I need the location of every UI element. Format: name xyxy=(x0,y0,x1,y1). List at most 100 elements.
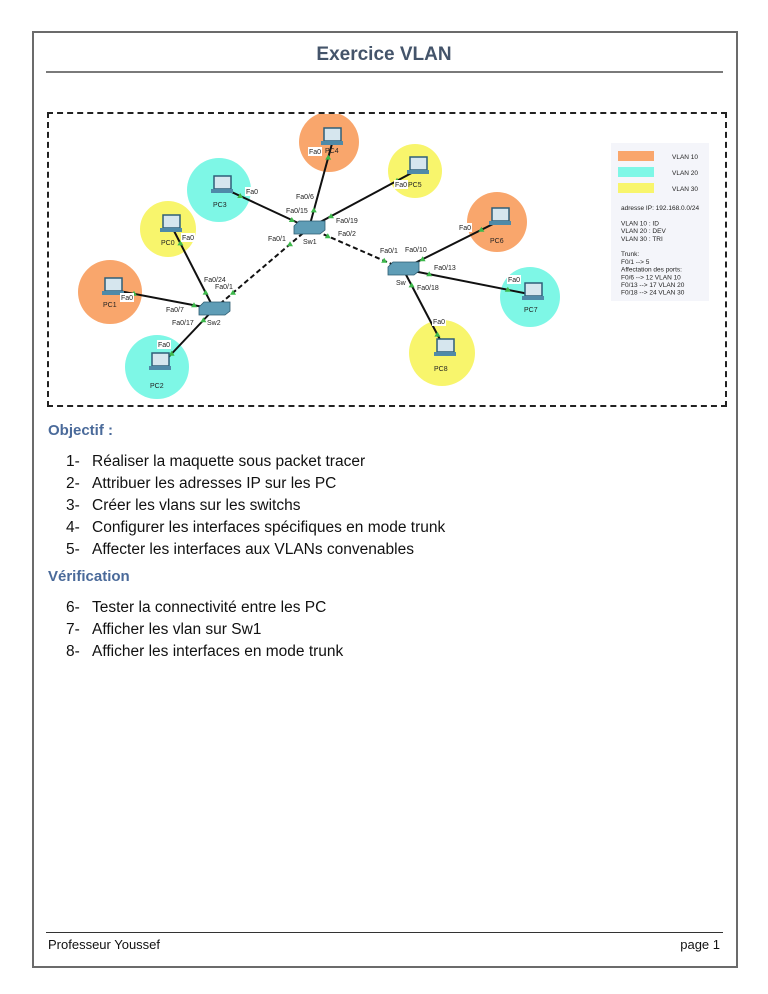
monitor-icon xyxy=(409,156,428,171)
keyboard-icon xyxy=(160,228,182,232)
monitor-icon xyxy=(436,338,455,353)
pc-icon-pc5 xyxy=(407,156,429,174)
legend-label: VLAN 30 xyxy=(672,186,698,193)
monitor-icon xyxy=(151,352,170,367)
legend-label: VLAN 10 xyxy=(672,154,698,161)
port-label-sw1-pc5: Fa0/19 xyxy=(336,218,358,225)
link-pc5-sw1 xyxy=(308,168,420,229)
label-bg xyxy=(157,340,171,349)
link-sw1-sw3 xyxy=(308,227,404,270)
legend-info-line: F0/1 --> 5 xyxy=(621,259,650,266)
item-text: Attribuer les adresses IP sur les PC xyxy=(92,475,337,492)
monitor-icon xyxy=(524,282,543,297)
port-label-sw3-pc7: Fa0/13 xyxy=(434,265,456,272)
link-pc3-sw1 xyxy=(222,187,310,229)
switch-icon-sw1 xyxy=(293,220,326,235)
keyboard-icon xyxy=(149,366,171,370)
pc-label: PC0 xyxy=(161,240,175,247)
monitor-icon xyxy=(323,127,342,142)
legend-swatch xyxy=(618,183,654,193)
item-text: Affecter les interfaces aux VLANs conven… xyxy=(92,541,414,558)
link-status-up-icon xyxy=(310,207,317,213)
page-title: Exercice VLAN xyxy=(316,44,452,65)
pc-interface-label: Fa0 xyxy=(182,235,194,242)
label-bg xyxy=(458,223,472,232)
link-status-up-icon xyxy=(287,241,293,247)
pc-label: PC2 xyxy=(150,383,164,390)
item-text: Afficher les interfaces en mode trunk xyxy=(92,643,344,660)
pc-icon-pc0 xyxy=(160,214,182,232)
pc-interface-label: Fa0 xyxy=(459,225,471,232)
link-status-up-icon xyxy=(237,193,244,198)
port-label-sw1-pc3: Fa0/15 xyxy=(286,208,308,215)
legend-info-line: Trunk: xyxy=(621,251,639,258)
link-status-up-icon xyxy=(325,154,332,160)
monitor-icon xyxy=(162,214,181,229)
port-label-sw1-sw2: Fa0/1 xyxy=(268,236,286,243)
link-status-up-icon xyxy=(191,302,197,308)
link-sw1-sw2 xyxy=(213,227,310,310)
keyboard-icon xyxy=(522,296,544,300)
pc-interface-label: Fa0 xyxy=(395,182,407,189)
legend-info-line: VLAN 20 : DEV xyxy=(621,228,666,235)
item-number: 5- xyxy=(66,541,80,558)
link-pc0-sw2 xyxy=(171,226,215,310)
link-pc6-sw3 xyxy=(402,219,502,270)
link-status-up-icon xyxy=(288,217,295,222)
switch-label: Sw2 xyxy=(207,320,221,327)
monitor-icon xyxy=(104,277,123,292)
monitor-icon xyxy=(491,207,510,222)
legend-info-line: F0/18 --> 24 VLAN 30 xyxy=(621,290,685,297)
port-label-sw3-pc8: Fa0/18 xyxy=(417,285,439,292)
legend-info-line: VLAN 30 : TRI xyxy=(621,236,663,243)
port-label-sw2-pc1: Fa0/7 xyxy=(166,307,184,314)
pc-icon-pc3 xyxy=(211,175,233,193)
link-status-up-icon xyxy=(328,213,334,219)
pc-interface-label: Fa0 xyxy=(121,295,133,302)
legend-swatch xyxy=(618,167,654,177)
link-status-up-icon xyxy=(202,289,209,295)
label-bg xyxy=(245,187,259,196)
switch-icon-sw2 xyxy=(198,301,231,316)
objectif-heading: Objectif : xyxy=(48,422,114,439)
port-label-sw2-pc0: Fa0/24 xyxy=(204,277,226,284)
label-bg xyxy=(432,317,446,326)
pc-interface-label: Fa0 xyxy=(158,342,170,349)
pc-icon-pc7 xyxy=(522,282,544,300)
legend-info-line: VLAN 10 : ID xyxy=(621,220,659,227)
pc-icon-pc4 xyxy=(321,127,343,145)
pc-icon-pc6 xyxy=(489,207,511,225)
pc-label: PC8 xyxy=(434,366,448,373)
legend-info-line: Affectation des ports: xyxy=(621,267,682,274)
pc-label: PC4 xyxy=(325,148,339,155)
label-bg xyxy=(507,275,521,284)
item-text: Réaliser la maquette sous packet tracer xyxy=(92,453,366,470)
footer-divider xyxy=(46,932,723,933)
link-status-up-icon xyxy=(478,226,485,232)
port-label-sw1-sw3: Fa0/2 xyxy=(338,231,356,238)
title-divider xyxy=(46,71,723,73)
port-label-sw2-sw1: Fa0/1 xyxy=(215,284,233,291)
item-number: 8- xyxy=(66,643,80,660)
label-bg xyxy=(394,180,408,189)
label-bg xyxy=(308,147,322,156)
link-pc7-sw3 xyxy=(402,268,535,296)
item-number: 3- xyxy=(66,497,80,514)
pc-label: PC3 xyxy=(213,202,227,209)
footer-author: Professeur Youssef xyxy=(48,937,161,952)
switch-icon-sw3 xyxy=(387,261,420,276)
pc-icon-pc2 xyxy=(149,352,171,370)
footer-page-number: page 1 xyxy=(680,937,720,952)
item-number: 7- xyxy=(66,621,80,638)
link-status-up-icon xyxy=(324,233,331,239)
item-number: 2- xyxy=(66,475,80,492)
monitor-icon xyxy=(213,175,232,190)
keyboard-icon xyxy=(489,221,511,225)
item-number: 4- xyxy=(66,519,80,536)
item-text: Configurer les interfaces spécifiques en… xyxy=(92,519,446,536)
link-status-up-icon xyxy=(230,289,236,295)
link-status-up-icon xyxy=(168,350,175,356)
link-status-up-icon xyxy=(426,271,433,277)
page-frame xyxy=(32,31,738,968)
link-status-up-icon xyxy=(177,240,184,246)
